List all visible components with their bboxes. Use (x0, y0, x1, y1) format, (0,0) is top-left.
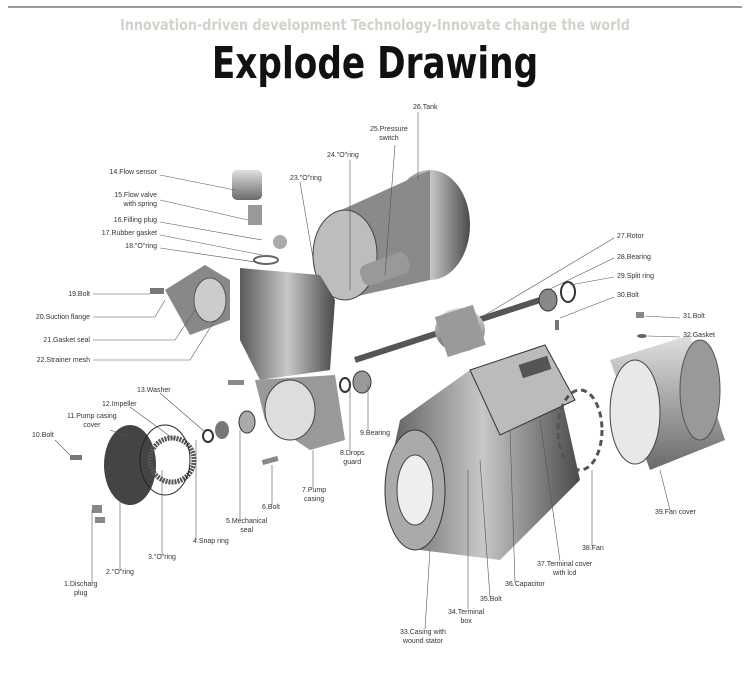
label-o-ring-23: 23."O"ring (290, 175, 322, 182)
label-flow-sensor: 14.Flow sensor (109, 169, 157, 176)
label-o-ring-2: 2."O"ring (106, 569, 134, 576)
bolts (70, 288, 647, 523)
label-bearing-28: 28.Bearing (617, 254, 651, 261)
label-tank: 26.Tank (413, 104, 438, 111)
label-suction-flange: 20.Suction flange (35, 314, 90, 321)
rotor (354, 297, 541, 363)
suction-flange (165, 265, 230, 335)
label-gasket-32: 32.Gasket (683, 332, 715, 339)
label-gasket-seal: 21.Gasket seal (43, 337, 90, 344)
label-bolt-30: 30.Bolt (617, 292, 639, 299)
label-bearing-9: 9.Bearing (360, 430, 390, 437)
fan (556, 388, 604, 472)
label-washer: 13.Washer (137, 387, 171, 394)
label-capacitor: 36.Capacitor (505, 581, 545, 588)
pump-cover-impeller (104, 410, 256, 505)
label-rotor: 27.Rotor (617, 233, 644, 240)
label-o-ring-18: 18."O"ring (125, 243, 157, 250)
label-strainer-mesh: 22.Strainer mesh (36, 357, 90, 364)
label-fan-cover: 39.Fan cover (655, 509, 696, 516)
label-filling-plug: 16.Filling plug (113, 217, 157, 224)
fan-cover (609, 335, 725, 470)
label-snap-ring: 4.Snap ring (193, 538, 229, 545)
page-title: Explode Drawing (211, 38, 539, 89)
label-fan: 38.Fan (582, 545, 604, 552)
flow-sensor (232, 170, 287, 265)
label-bolt-19: 19.Bolt (68, 291, 90, 298)
label-split-ring: 29.Split ring (617, 273, 654, 280)
slogan: Innovation-driven development Technology… (120, 16, 630, 34)
pressure-switch (359, 252, 411, 286)
label-bolt-35: 35.Bolt (480, 596, 502, 603)
top-divider (8, 6, 742, 8)
label-o-ring-3: 3."O"ring (148, 554, 176, 561)
label-impeller: 12.Impeller (102, 401, 137, 408)
leader-lines (54, 112, 681, 630)
pump-body (240, 268, 345, 450)
label-bolt-6: 6.Bolt (262, 504, 280, 511)
label-bolt-31: 31.Bolt (683, 313, 705, 320)
terminal-box (469, 344, 576, 436)
label-rubber-gasket: 17.Rubber gasket (101, 230, 157, 237)
label-bolt-10: 10.Bolt (32, 432, 54, 439)
label-o-ring-24: 24."O"ring (327, 152, 359, 159)
